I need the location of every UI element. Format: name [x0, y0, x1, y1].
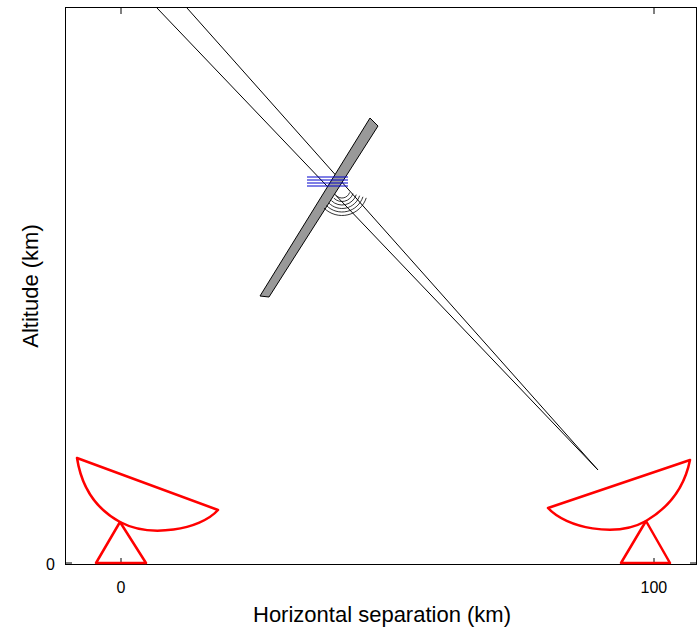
scattering-layer: [260, 118, 378, 297]
radar-beam: [157, 8, 598, 470]
tick-label: 0: [46, 557, 55, 573]
wavefront-arc: [331, 195, 356, 205]
radar-dish-left: [77, 458, 218, 563]
tick-label: 0: [117, 580, 126, 596]
wavefront-arc: [326, 197, 362, 212]
plot-frame: [66, 8, 697, 565]
axis-title: Horizontal separation (km): [253, 604, 511, 626]
wavefront-arc: [324, 198, 366, 216]
wavefront-arc: [329, 196, 360, 209]
scattered-wavefronts: [324, 192, 366, 215]
incident-wavefronts: [307, 177, 348, 186]
wavefront-arc: [336, 192, 349, 198]
tick-label: 100: [641, 580, 668, 596]
radar-dish-right: [548, 460, 690, 563]
axis-title: Altitude (km): [19, 224, 41, 347]
wavefront-arc: [334, 194, 353, 202]
axis-ticks: [66, 8, 696, 564]
